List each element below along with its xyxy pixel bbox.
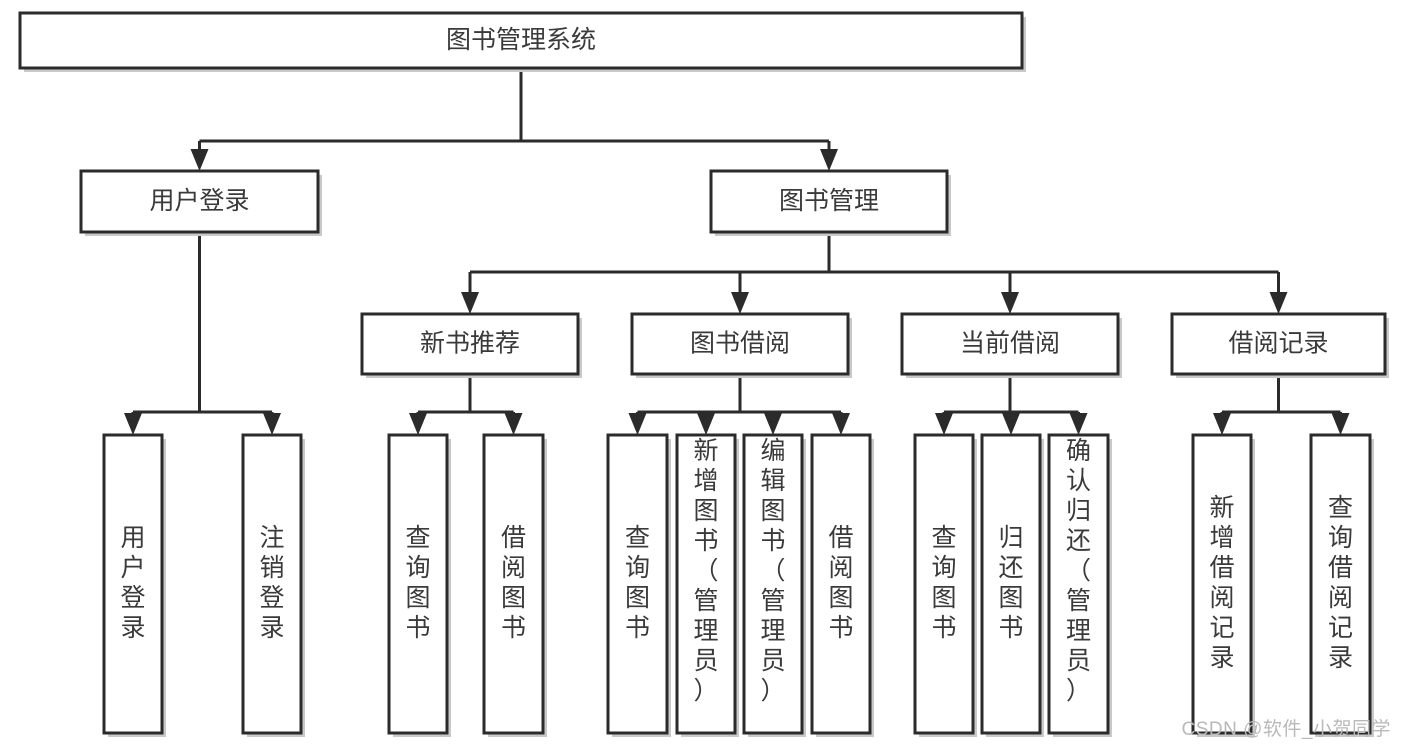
arrow-head-icon xyxy=(935,413,953,435)
node-leaf-5[interactable]: 查询图书 xyxy=(606,433,671,737)
edge-group-2 xyxy=(628,374,850,435)
arrow-head-icon xyxy=(731,292,749,314)
node-leaf-6[interactable]: 新增图书（管理员） xyxy=(675,433,739,737)
arrow-head-icon xyxy=(1331,413,1350,435)
node-leaf-12[interactable]: 新增借阅记录 xyxy=(1191,433,1255,737)
edge-group-user-login xyxy=(124,232,281,435)
arrow-head-icon xyxy=(124,413,142,435)
arrow-head-icon xyxy=(1002,413,1020,435)
node-level2-1[interactable]: 用户登录 xyxy=(79,169,322,236)
edge-group-3 xyxy=(935,374,1088,435)
leaf-label: 借阅图书 xyxy=(828,524,853,642)
node-root-system[interactable]: 图书管理系统 xyxy=(18,11,1026,72)
arrow-head-icon xyxy=(504,413,523,435)
edge-group-1 xyxy=(409,374,523,435)
edge-group-root xyxy=(190,68,838,171)
node-level2-2[interactable]: 图书管理 xyxy=(709,169,951,236)
node-leaf-2[interactable]: 注销登录 xyxy=(241,433,305,737)
node-label: 图书借阅 xyxy=(690,330,790,358)
leaf-label: 用户登录 xyxy=(120,524,145,642)
connector-layer xyxy=(124,68,1350,435)
arrow-head-icon xyxy=(764,413,782,435)
node-leaf-11[interactable]: 确认归还（管理员） xyxy=(1047,433,1112,737)
node-label: 当前借阅 xyxy=(960,330,1060,358)
leaf-label: 归还图书 xyxy=(998,524,1023,642)
leaf-label: 确认归还（管理员） xyxy=(1066,437,1091,705)
arrow-head-icon xyxy=(409,413,427,435)
leaf-label: 查询图书 xyxy=(405,524,430,642)
leaf-label: 编辑图书（管理员） xyxy=(760,437,785,705)
node-leaf-3[interactable]: 查询图书 xyxy=(387,433,451,737)
node-leaf-13[interactable]: 查询借阅记录 xyxy=(1309,433,1374,737)
arrow-head-icon xyxy=(190,149,209,171)
leaf-label: 查询图书 xyxy=(931,524,956,642)
leaf-label: 借阅图书 xyxy=(501,524,526,642)
node-label: 用户登录 xyxy=(149,187,249,215)
arrow-head-icon xyxy=(1213,413,1231,435)
arrow-head-icon xyxy=(697,413,715,435)
arrow-head-icon xyxy=(1269,292,1288,314)
node-label: 图书管理 xyxy=(779,187,879,215)
node-level3-1[interactable]: 新书推荐 xyxy=(360,312,582,378)
leaf-label: 新增图书（管理员） xyxy=(693,437,718,705)
node-leaf-10[interactable]: 归还图书 xyxy=(980,433,1044,737)
node-leaf-9[interactable]: 查询图书 xyxy=(913,433,977,737)
node-leaf-7[interactable]: 编辑图书（管理员） xyxy=(742,433,806,737)
arrow-head-icon xyxy=(832,413,850,435)
node-leaf-1[interactable]: 用户登录 xyxy=(102,433,166,737)
node-label: 图书管理系统 xyxy=(446,26,596,54)
arrow-head-icon xyxy=(820,149,838,171)
leaf-label: 查询图书 xyxy=(625,524,650,642)
arrow-head-icon xyxy=(1069,413,1088,435)
node-leaf-4[interactable]: 借阅图书 xyxy=(482,433,547,737)
arrow-head-icon xyxy=(628,413,647,435)
node-label: 新书推荐 xyxy=(420,330,520,358)
edge-group-4 xyxy=(1213,374,1350,435)
arrow-head-icon xyxy=(461,292,479,314)
node-level3-4[interactable]: 借阅记录 xyxy=(1170,312,1389,378)
arrow-head-icon xyxy=(263,413,281,435)
edge-group-book-management xyxy=(461,232,1288,314)
leaf-label: 查询借阅记录 xyxy=(1328,494,1353,672)
node-label: 借阅记录 xyxy=(1228,330,1328,358)
node-leaf-8[interactable]: 借阅图书 xyxy=(810,433,874,737)
node-level3-3[interactable]: 当前借阅 xyxy=(900,312,1122,378)
leaf-label: 注销登录 xyxy=(259,524,284,642)
leaf-label: 新增借阅记录 xyxy=(1209,494,1234,672)
arrow-head-icon xyxy=(1001,292,1019,314)
node-level3-2[interactable]: 图书借阅 xyxy=(630,312,852,378)
node-layer: 图书管理系统用户登录图书管理新书推荐图书借阅当前借阅借阅记录用户登录注销登录查询… xyxy=(18,11,1389,737)
